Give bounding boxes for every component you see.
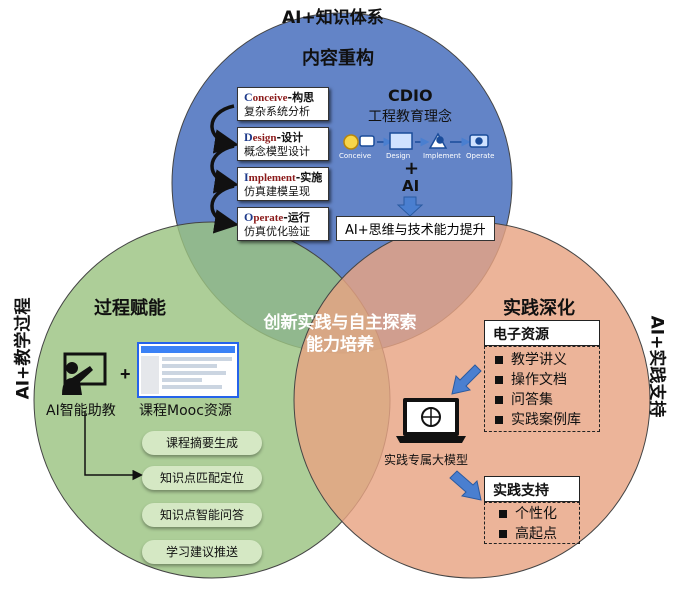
cdio-plus-sign: +: [404, 158, 420, 179]
center-text: 创新实践与自主探索 能力培养: [240, 312, 440, 356]
function-pill-suggestions: 学习建议推送: [142, 540, 262, 564]
assist-connector-line: [84, 412, 143, 481]
laptop-icon: [396, 398, 466, 443]
design-icon: [389, 132, 413, 150]
cdio-title: CDIO: [388, 86, 433, 105]
ai-down-arrow: [396, 196, 424, 217]
cdio-subtitle: 工程教育理念: [368, 109, 452, 125]
top-circle-title: 内容重构: [302, 48, 374, 69]
flow-label-implement: Implement: [423, 152, 461, 160]
flow-label-conceive: Conceive: [339, 152, 372, 160]
resource-item: 问答集: [495, 390, 599, 410]
cdio-curve-arrows: [210, 104, 239, 234]
ai-thinking-result-box: AI+思维与技术能力提升: [336, 216, 495, 241]
curve-arrow-1: [210, 104, 239, 154]
support-title: 实践支持: [493, 483, 549, 499]
resource-item: 操作文档: [495, 370, 599, 390]
flow-label-design: Design: [386, 152, 411, 160]
outer-label-right: AI+实践支持: [646, 315, 667, 418]
right-circle-title: 实践深化: [503, 298, 575, 319]
resource-to-model-arrow: [451, 364, 482, 395]
center-text-line1: 创新实践与自主探索: [263, 313, 417, 333]
support-list-box: 个性化 高起点: [484, 502, 580, 544]
flow-label-operate: Operate: [466, 152, 495, 160]
resource-title-box: 电子资源: [484, 320, 600, 346]
function-pill-smart-qa: 知识点智能问答: [142, 503, 262, 527]
resource-item: 教学讲义: [495, 350, 599, 370]
conceive-gears-icon: [359, 135, 375, 147]
model-to-support-arrow: [449, 470, 482, 501]
curve-arrow-2: [210, 144, 239, 194]
outer-label-top: AI+知识体系: [282, 8, 384, 28]
support-item: 高起点: [499, 524, 579, 544]
resource-item: 实践案例库: [495, 410, 599, 430]
resource-list-box: 教学讲义 操作文档 问答集 实践案例库: [484, 346, 600, 432]
curve-arrow-3: [210, 184, 239, 234]
cdio-step-implement: Implement-实施 仿真建模呈现: [237, 167, 329, 201]
cdio-step-operate: Operate-运行 仿真优化验证: [237, 207, 329, 241]
ai-assist-label: AI智能助教: [46, 403, 116, 419]
function-pill-knowledge-match: 知识点匹配定位: [142, 466, 262, 490]
left-plus-sign: +: [120, 364, 131, 384]
left-circle-title: 过程赋能: [94, 298, 166, 319]
teacher-icon: [62, 352, 107, 395]
support-item: 个性化: [499, 504, 579, 524]
cdio-step-design: Design-设计 概念模型设计: [237, 127, 329, 161]
mooc-screenshot-image: [137, 342, 239, 398]
model-label: 实践专属大模型: [384, 453, 469, 467]
mooc-label: 课程Mooc资源: [139, 403, 232, 419]
function-pill-summary: 课程摘要生成: [142, 431, 262, 455]
cdio-step-conceive: Conceive-构思 复杂系统分析: [237, 87, 329, 121]
support-title-box: 实践支持: [484, 476, 580, 502]
center-text-line2: 能力培养: [306, 335, 374, 355]
conceive-icon: [343, 134, 359, 150]
outer-label-left: AI+教学过程: [13, 297, 34, 400]
resource-title: 电子资源: [493, 327, 549, 343]
cdio-flow: [343, 132, 489, 150]
ai-label: AI: [402, 177, 420, 195]
